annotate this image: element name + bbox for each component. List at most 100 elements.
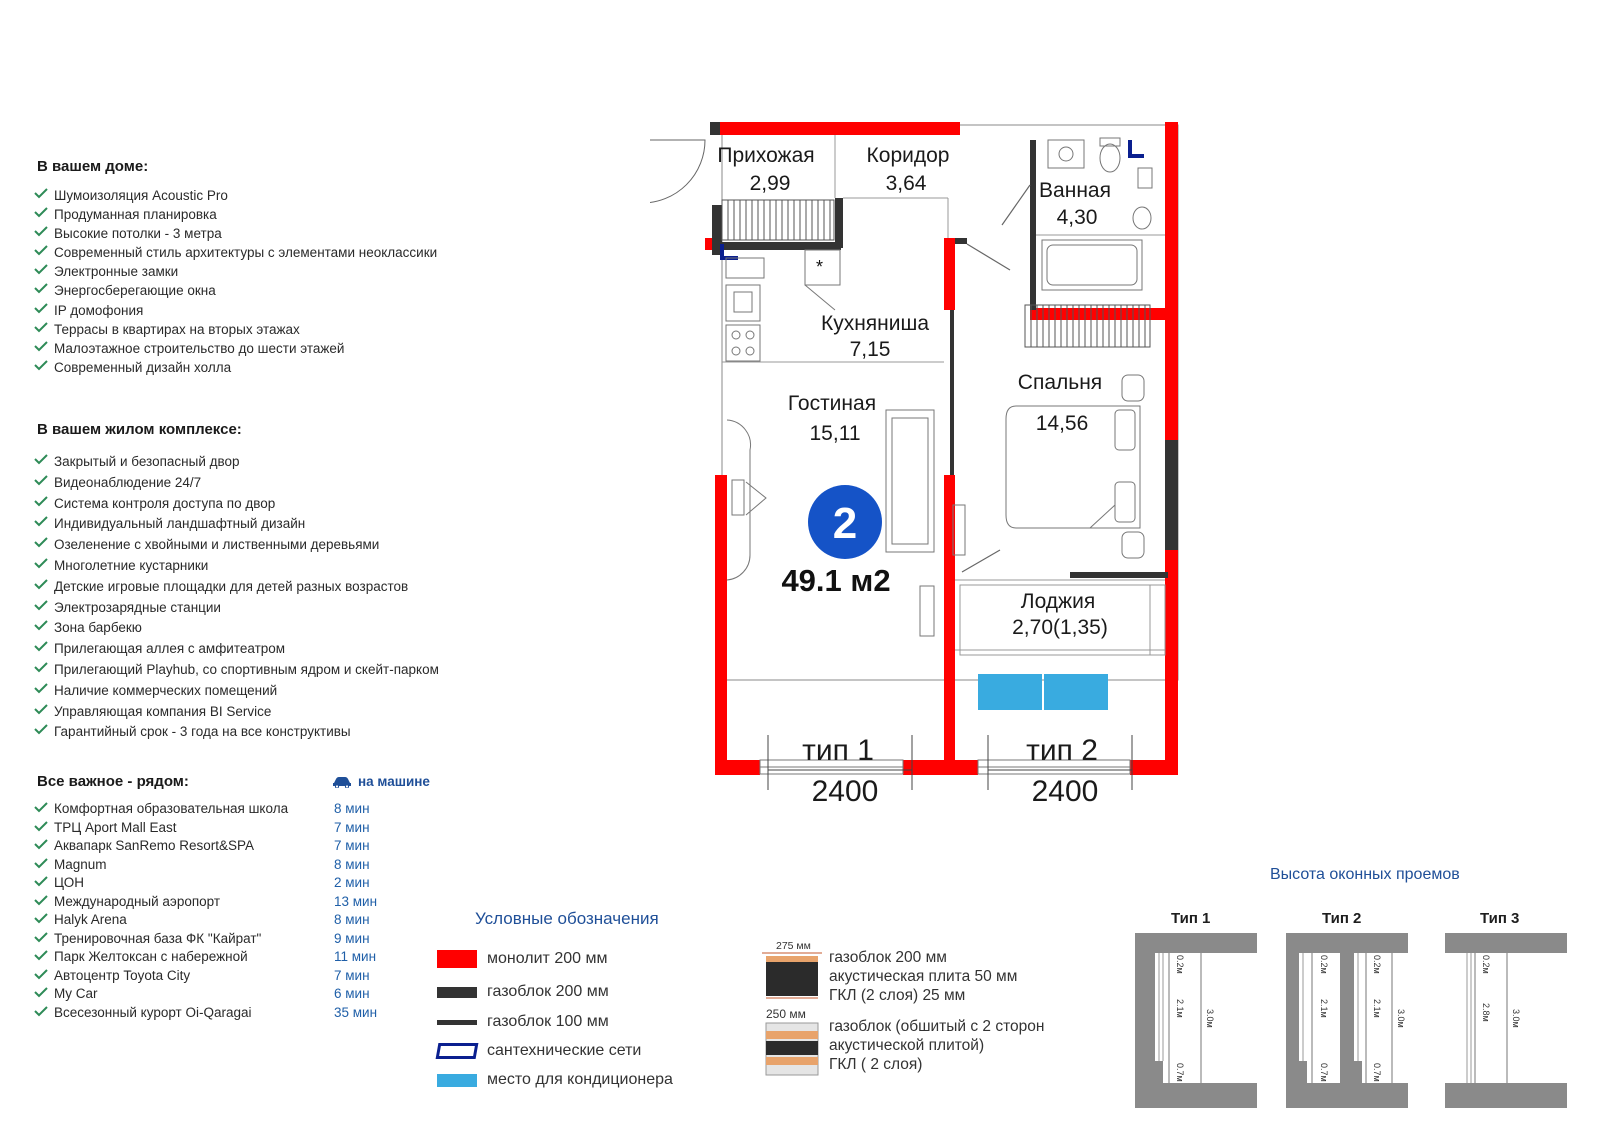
nearby-item-time: 13 мин	[334, 893, 378, 909]
window-type2-width: 2400	[1032, 775, 1099, 808]
legend-title: Условные обозначения	[475, 909, 659, 928]
window-type1-width: 2400	[812, 775, 879, 808]
list-item: Высокие потолки - 3 метра	[34, 224, 437, 243]
check-icon	[34, 641, 48, 652]
list-item: Зона барбекю	[34, 618, 439, 639]
check-icon	[34, 579, 48, 590]
check-icon	[34, 599, 48, 610]
list-item: Малоэтажное строительство до шести этаже…	[34, 339, 437, 358]
list-item: Современный дизайн холла	[34, 358, 437, 377]
check-icon	[34, 683, 48, 694]
ac-spot	[978, 674, 1108, 710]
check-icon	[34, 454, 48, 465]
nearby-item-time: 7 мин	[334, 838, 370, 853]
room-name-bedroom: Спальня	[1018, 371, 1102, 394]
list-item-text: Террасы в квартирах на вторых этажах	[54, 321, 300, 337]
check-icon	[34, 820, 48, 831]
check-icon	[34, 950, 48, 961]
legend-label: газоблок 200 мм	[487, 983, 609, 1000]
list-item-text: Электронные замки	[54, 264, 179, 280]
type1-top: 0.2м	[1175, 955, 1185, 974]
room-name-living: Гостиная	[788, 392, 876, 415]
check-icon	[34, 913, 48, 924]
check-icon	[34, 516, 48, 527]
legend-item-monolith: монолит 200 мм	[437, 950, 607, 968]
list-item: Индивидуальный ландшафтный дизайн	[34, 514, 439, 535]
wall1-line: ГКЛ (2 слоя) 25 мм	[829, 987, 966, 1004]
legend-item-plumbing: сантехнические сети	[435, 1042, 642, 1060]
list-item: Детские игровые площадки для детей разны…	[34, 577, 439, 598]
nearby-item-name: Halyk Arena	[54, 912, 127, 927]
room-name-bathroom: Ванная	[1039, 179, 1111, 202]
list-item: Энергосберегающие окна	[34, 281, 437, 300]
list-item-text: Видеонаблюдение 24/7	[54, 474, 202, 490]
wall1-dim: 275 мм	[776, 940, 811, 952]
check-icon	[34, 283, 48, 294]
list-item-text: Управляющая компания BI Service	[54, 703, 272, 719]
wall2-line: акустической плитой)	[829, 1037, 985, 1054]
gasblock100-swatch	[437, 1019, 477, 1025]
car-icon	[333, 776, 351, 788]
room-area-loggia: 2,70(1,35)	[1012, 616, 1108, 639]
radiator-hatch	[721, 199, 1151, 348]
list-item: Прилегающий Playhub, со спортивным ядром…	[34, 660, 439, 681]
list-item: Система контроля доступа по двор	[34, 494, 439, 515]
rooms-count: 2	[833, 499, 857, 548]
wall-type-1: газоблок 200 мм акустическая плита 50 мм…	[829, 948, 1017, 1005]
nearby-item-name: Тренировочная база ФК "Кайрат"	[54, 930, 262, 946]
check-icon	[34, 839, 48, 850]
type1-total: 3.0м	[1205, 1009, 1215, 1028]
check-icon	[34, 703, 48, 714]
list-item-text: Продуманная планировка	[54, 207, 217, 223]
list-item: Закрытый и безопасный двор	[34, 452, 439, 473]
bedroom-furniture	[1005, 374, 1145, 559]
legend-item-gasblock100: газоблок 100 мм	[437, 1013, 609, 1031]
check-icon	[34, 857, 48, 868]
room-area-living: 15,11	[810, 422, 861, 445]
bathroom-fixtures	[1041, 137, 1153, 291]
type3-mid: 2.8м	[1481, 1003, 1491, 1022]
loggia	[959, 584, 1166, 656]
nearby-item: Тренировочная база ФК "Кайрат"9 мин	[34, 930, 370, 949]
check-icon	[34, 1005, 48, 1016]
list-item: Электрозарядные станции	[34, 598, 439, 619]
nearby-title: Все важное - рядом:	[37, 773, 189, 790]
check-icon	[34, 724, 48, 735]
plumbing-swatch	[435, 1043, 479, 1059]
check-icon	[34, 207, 48, 218]
type2-top: 0.2м	[1319, 955, 1329, 974]
room-name-hallway: Прихожая	[717, 144, 814, 167]
nearby-item-name: Всесезонный курорт Oi-Qaragai	[54, 1004, 252, 1020]
room-area-bedroom: 14,56	[1036, 412, 1089, 435]
list-item: Управляющая компания BI Service	[34, 702, 439, 723]
list-item-text: IP домофония	[54, 302, 144, 318]
room-name-corridor: Коридор	[867, 144, 950, 167]
kitchen-fixtures	[725, 249, 841, 362]
type1-mid: 2.1м	[1175, 999, 1185, 1018]
window-heights-title: Высота оконных проемов	[1270, 866, 1460, 883]
check-icon	[34, 802, 48, 813]
list-item-text: Прилегающая аллея с амфитеатром	[54, 641, 286, 657]
nearby-item-time: 2 мин	[334, 875, 370, 890]
room-name-kitchen: Кухняниша	[821, 312, 929, 335]
room-area-kitchen: 7,15	[850, 338, 891, 361]
type2-bottom-2: 0.7м	[1372, 1063, 1382, 1082]
rooms-count-badge	[808, 485, 882, 559]
list-item: Шумоизоляция Acoustic Pro	[34, 186, 437, 205]
list-item-text: Малоэтажное строительство до шести этаже…	[54, 340, 345, 356]
list-item-text: Электрозарядные станции	[54, 599, 221, 615]
list-item: Террасы в квартирах на вторых этажах	[34, 320, 437, 339]
list-item-text: Закрытый и безопасный двор	[54, 454, 240, 469]
list-item: Современный стиль архитектуры с элемента…	[34, 243, 437, 262]
type2-mid: 2.1м	[1319, 999, 1329, 1018]
legend-label: сантехнические сети	[487, 1042, 642, 1059]
check-icon	[34, 475, 48, 486]
list-item-text: Шумоизоляция Acoustic Pro	[54, 188, 228, 203]
monolith-walls	[705, 122, 1178, 775]
